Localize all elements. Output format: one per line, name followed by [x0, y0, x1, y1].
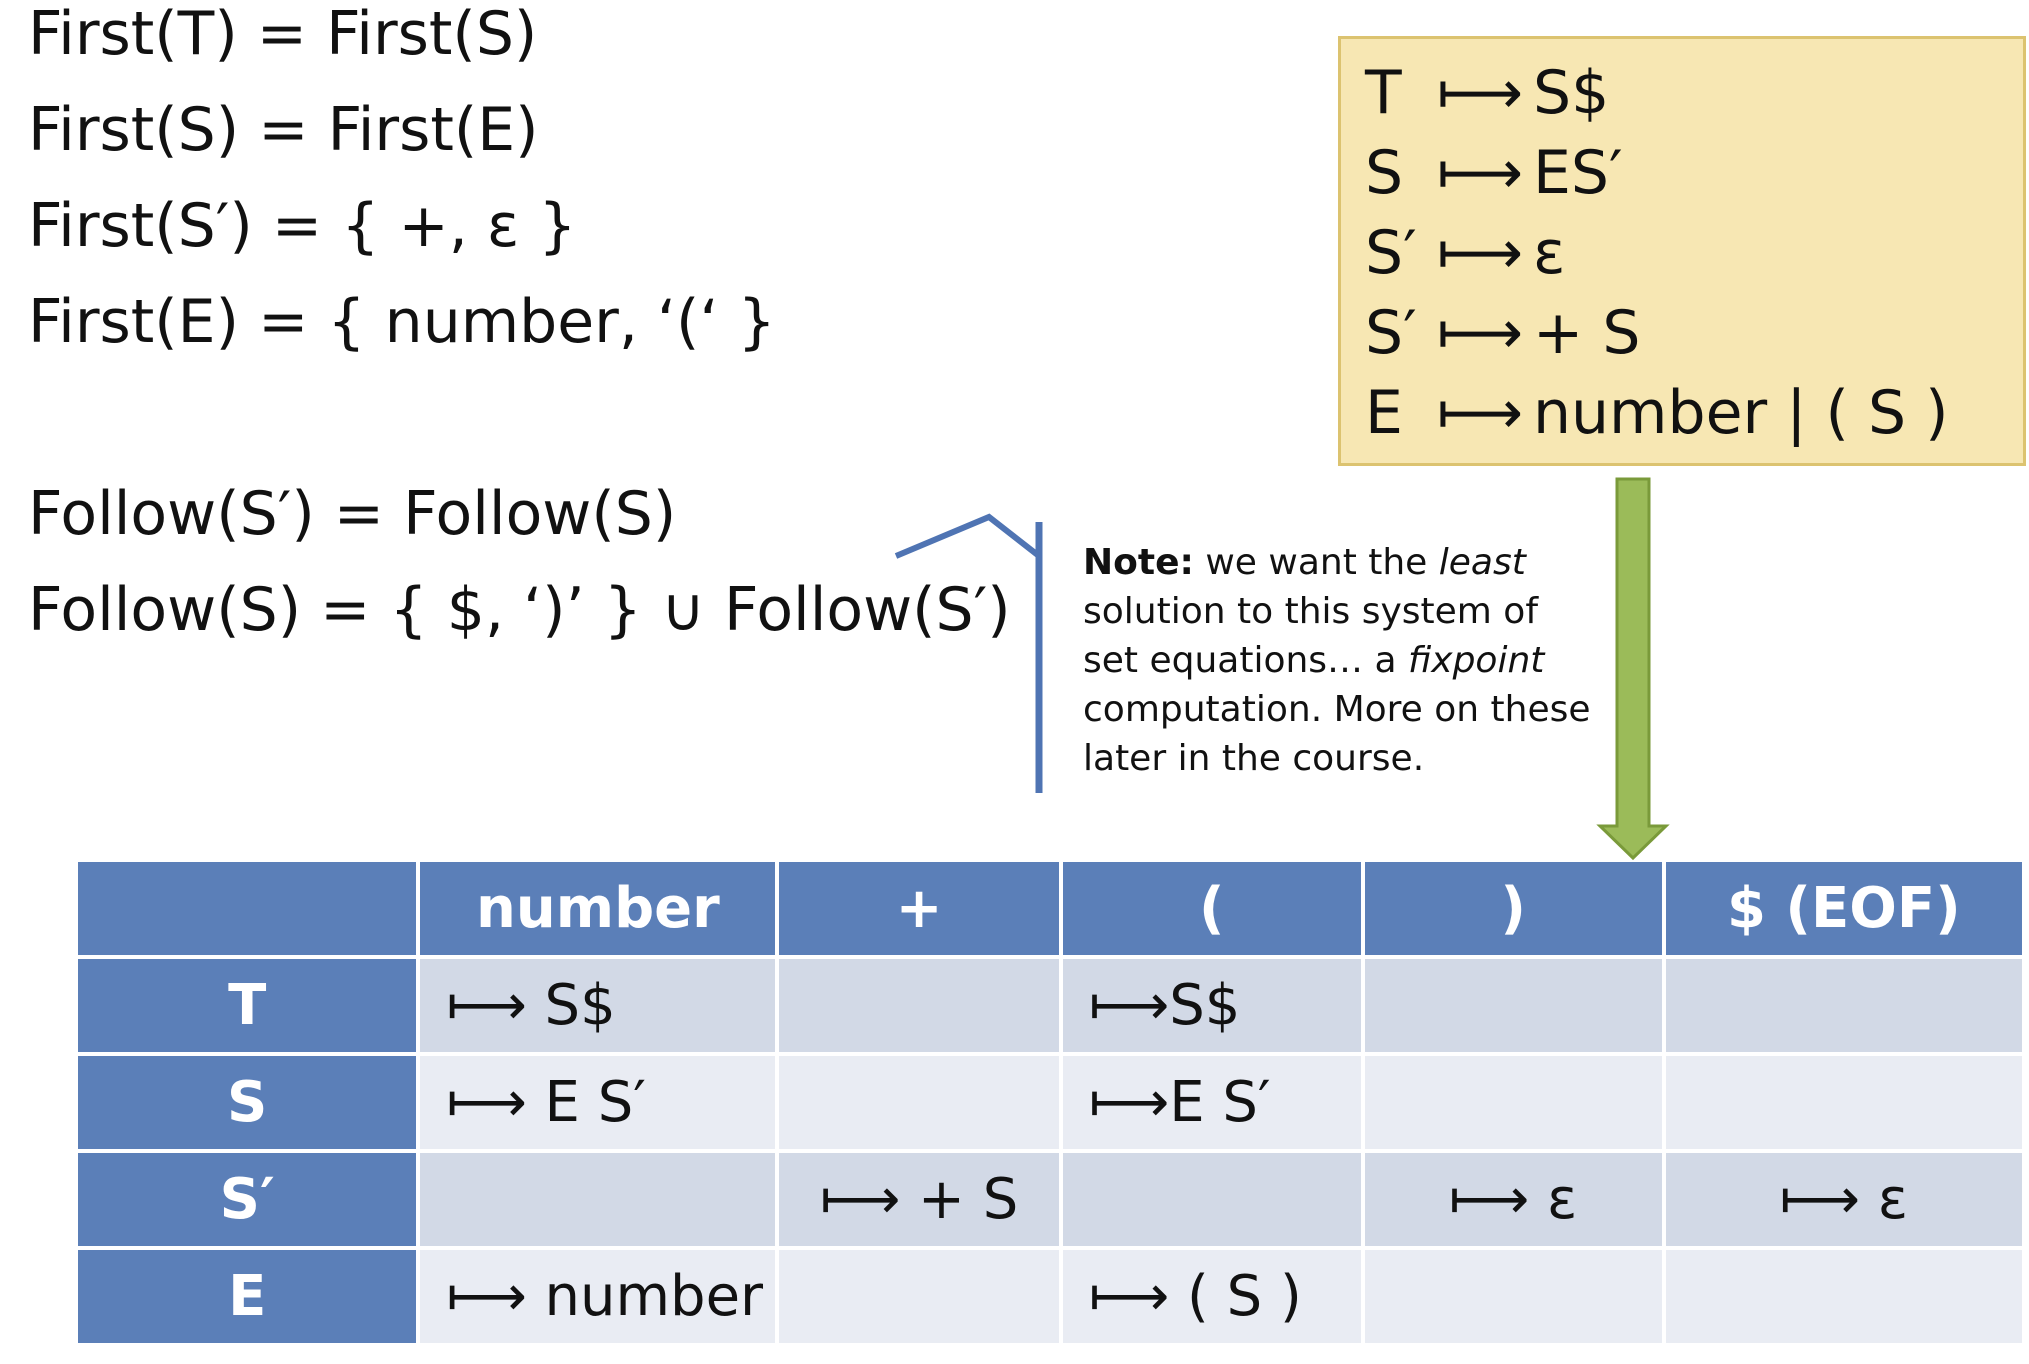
maps-to-arrow-icon: ⟼: [1437, 138, 1524, 208]
first-equation-s-prime: First(S′) = { +, ε }: [28, 191, 577, 261]
table-header-cell: $ (EOF): [1665, 862, 2022, 955]
first-equation-t: First(T) = First(S): [28, 0, 538, 69]
table-cell: [1665, 1250, 2022, 1343]
table-header-cell: +: [779, 862, 1059, 955]
grammar-production: T⟼S$: [1365, 63, 1609, 123]
table-cell: ⟼ ε: [1665, 1153, 2022, 1246]
follow-equation-s-prime: Follow(S′) = Follow(S): [28, 479, 677, 549]
table-row: S′ ⟼ + S ⟼ ε ⟼ ε: [78, 1153, 2022, 1246]
grammar-production: E⟼number | ( S ): [1365, 383, 1949, 443]
note-emphasis: least: [1438, 542, 1526, 583]
row-label: E: [78, 1250, 417, 1343]
maps-to-arrow-icon: ⟼: [1437, 58, 1524, 128]
table-cell: ⟼ E S′: [420, 1056, 776, 1149]
table-row: E ⟼ number ⟼ ( S ): [78, 1250, 2022, 1343]
note-segment: solution to this system of set equations…: [1083, 591, 1539, 681]
table-row: S ⟼ E S′ ⟼E S′: [78, 1056, 2022, 1149]
table-cell: ⟼ number: [420, 1250, 776, 1343]
grammar-box: T⟼S$ S⟼ES′ S′⟼ε S′⟼+ S E⟼number | ( S ): [1338, 36, 2026, 466]
table-cell: ⟼E S′: [1062, 1056, 1361, 1149]
table-cell: [1665, 959, 2022, 1052]
production-lhs: S: [1365, 138, 1404, 208]
production-lhs: E: [1365, 378, 1403, 448]
production-lhs: S′: [1365, 218, 1417, 288]
maps-to-arrow-icon: ⟼: [1437, 218, 1524, 288]
table-cell: [1364, 1056, 1662, 1149]
follow-equation-s: Follow(S) = { $, ‘)’ } ∪ Follow(S′): [28, 575, 1011, 645]
table-cell: ⟼ ( S ): [1062, 1250, 1361, 1343]
first-equation-e: First(E) = { number, ‘(‘ }: [28, 287, 776, 357]
table-cell: [1665, 1056, 2022, 1149]
production-rhs: ε: [1533, 218, 1566, 288]
first-equation-s: First(S) = First(E): [28, 95, 539, 165]
table-header-corner: [78, 862, 417, 955]
table-cell: [779, 1056, 1059, 1149]
table-cell: [779, 1250, 1059, 1343]
table-header-cell: ): [1364, 862, 1662, 955]
maps-to-arrow-icon: ⟼: [1437, 378, 1524, 448]
production-lhs: S′: [1365, 298, 1417, 368]
table-cell: ⟼ + S: [779, 1153, 1059, 1246]
table-header-cell: (: [1062, 862, 1361, 955]
production-rhs: ES′: [1533, 138, 1623, 208]
production-rhs: number | ( S ): [1533, 378, 1949, 448]
production-lhs: T: [1365, 58, 1402, 128]
note-text: Note: we want the least solution to this…: [1083, 538, 1603, 783]
note-label: Note:: [1083, 542, 1194, 583]
table-row: T ⟼ S$ ⟼S$: [78, 959, 2022, 1052]
table-cell: [420, 1153, 776, 1246]
maps-to-arrow-icon: ⟼: [1437, 298, 1524, 368]
grammar-production: S′⟼+ S: [1365, 303, 1640, 363]
grammar-production: S⟼ES′: [1365, 143, 1623, 203]
parse-table: number + ( ) $ (EOF) T ⟼ S$ ⟼S$ S ⟼ E S′…: [74, 858, 2026, 1347]
note-emphasis: fixpoint: [1408, 640, 1545, 681]
row-label: T: [78, 959, 417, 1052]
table-cell: [1364, 959, 1662, 1052]
row-label: S′: [78, 1153, 417, 1246]
table-cell: ⟼S$: [1062, 959, 1361, 1052]
row-label: S: [78, 1056, 417, 1149]
table-cell: ⟼ S$: [420, 959, 776, 1052]
table-header-row: number + ( ) $ (EOF): [78, 862, 2022, 955]
table-cell: [1062, 1153, 1361, 1246]
table-header-cell: number: [420, 862, 776, 955]
table-cell: ⟼ ε: [1364, 1153, 1662, 1246]
note-segment: we want the: [1193, 542, 1439, 583]
grammar-production: S′⟼ε: [1365, 223, 1565, 283]
table-cell: [1364, 1250, 1662, 1343]
production-rhs: S$: [1533, 58, 1610, 128]
table-cell: [779, 959, 1059, 1052]
production-rhs: + S: [1533, 298, 1641, 368]
note-segment: computation. More on these later in the …: [1083, 689, 1591, 779]
